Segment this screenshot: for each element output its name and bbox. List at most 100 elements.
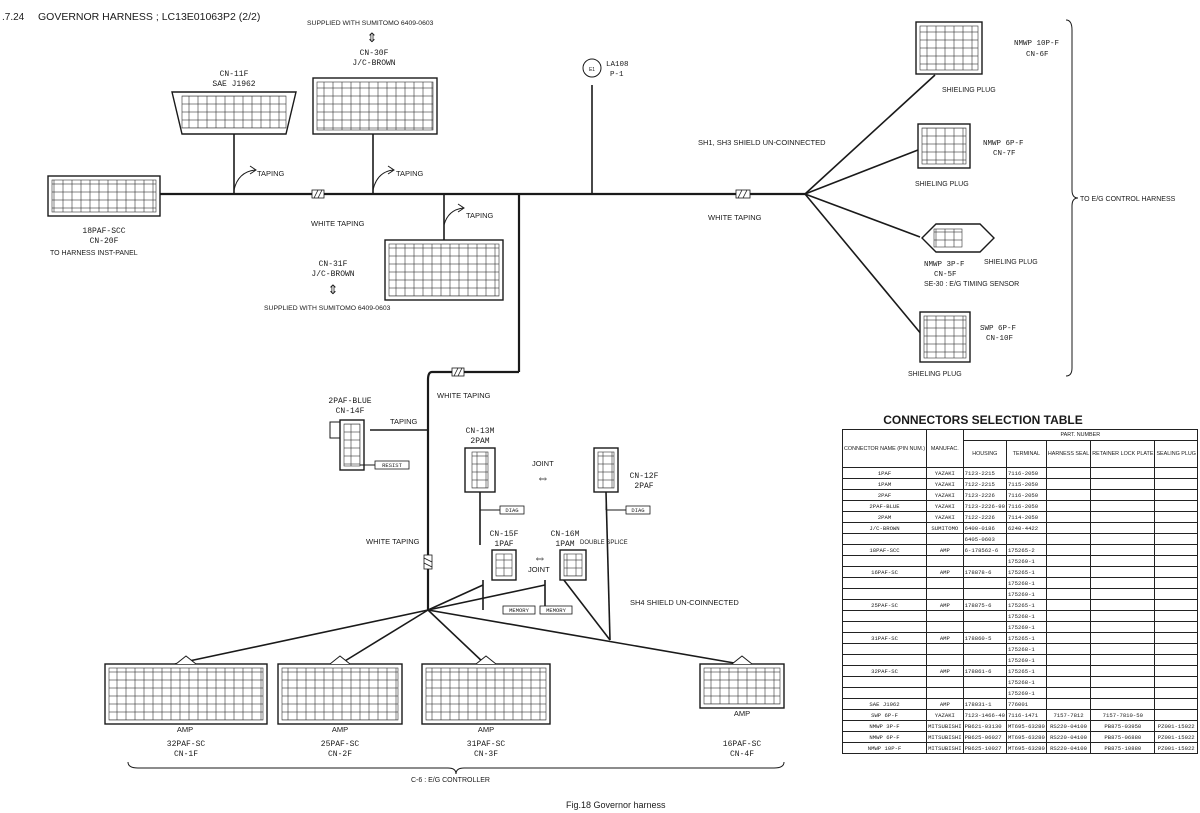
table-cell-name: NMWP 10P-F [841, 742, 928, 754]
table-cell-plug [1154, 500, 1198, 512]
table-cell-seal [1045, 632, 1092, 644]
table-cell-seal [1045, 665, 1092, 677]
table-cell-housing: 7122-2226 [962, 511, 1007, 523]
table-row: 175269-1 [841, 654, 1198, 666]
table-cell-housing [962, 676, 1007, 688]
table-cell-housing [962, 555, 1007, 567]
table-cell-plug [1154, 643, 1198, 655]
svg-text:CN-1F: CN-1F [174, 750, 198, 759]
table-cell-plug: PZ001-15022 [1154, 731, 1198, 743]
table-cell-manuf [926, 577, 964, 589]
table-cell-retainer [1090, 566, 1156, 578]
white-taping-label-2: WHITE TAPING [708, 213, 762, 222]
bracket-bottom [127, 761, 785, 775]
table-cell-retainer [1090, 478, 1156, 490]
svg-text:CN-11F: CN-11F [220, 70, 249, 79]
shield-note-sh1-sh3: SH1, SH3 SHIELD UN-COINNECTED [698, 138, 826, 147]
connector-cn20f: 18PAF-SCC CN-20F [47, 175, 161, 246]
table-cell-manuf [926, 555, 964, 567]
connector-cn12f: CN-12F 2PAF DIAG [593, 447, 659, 515]
table-cell-manuf [926, 687, 964, 699]
table-cell-seal [1045, 687, 1092, 699]
table-row: 175269-1 [841, 555, 1198, 567]
svg-text:CN-3F: CN-3F [474, 750, 498, 759]
table-cell-seal: RS220-04100 [1045, 742, 1092, 754]
table-cell-retainer: PB875-10880 [1090, 742, 1156, 754]
table-cell-seal [1045, 621, 1092, 633]
svg-text:CN-13M: CN-13M [466, 427, 495, 436]
table-row: 175268-1 [841, 643, 1198, 655]
table-cell-terminal: 6240-4422 [1005, 522, 1047, 534]
table-cell-terminal: 175269-1 [1005, 687, 1047, 699]
connector-cn2f: AMP 25PAF-SC CN-2F [277, 655, 403, 759]
table-cell-manuf [926, 676, 964, 688]
svg-text:CN-31F: CN-31F [319, 260, 348, 269]
taping-label-1: TAPING [257, 169, 285, 178]
table-cell-terminal: 7116-2050 [1005, 489, 1047, 501]
svg-text:J/C-BROWN: J/C-BROWN [311, 270, 354, 279]
table-cell-plug [1154, 544, 1198, 556]
table-cell-retainer [1090, 654, 1156, 666]
table-cell-seal [1045, 676, 1092, 688]
table-cell-manuf [926, 654, 964, 666]
svg-text:2PAF-BLUE: 2PAF-BLUE [328, 397, 371, 406]
table-cell-name: 2PAF [841, 489, 928, 501]
figure-caption: Fig.18 Governor harness [566, 800, 666, 810]
table-cell-manuf: AMP [926, 698, 964, 710]
table-cell-plug [1154, 577, 1198, 589]
table-cell-plug [1154, 588, 1198, 600]
svg-text:DIAG: DIAG [631, 507, 644, 514]
svg-text:CN-30F: CN-30F [360, 49, 389, 58]
col-sealing-plug: SEALING PLUG [1154, 440, 1198, 468]
svg-text:P-1: P-1 [610, 71, 624, 79]
connector-cn30f: CN-30F J/C-BROWN [312, 49, 438, 135]
svg-text:31PAF-SC: 31PAF-SC [467, 740, 506, 749]
connector-cn11f: CN-11F SAE J1962 [171, 70, 297, 135]
se30-label: SE-30 : E/G TIMING SENSOR [924, 281, 1019, 288]
table-cell-plug [1154, 478, 1198, 490]
table-cell-name: 25PAF-SC [841, 599, 928, 611]
table-cell-terminal: 175269-1 [1005, 654, 1047, 666]
table-cell-housing: 7122-2215 [962, 478, 1007, 490]
table-cell-manuf [926, 621, 964, 633]
shieling-plug-2: SHIELING PLUG [915, 181, 969, 188]
svg-text:SWP 6P-F: SWP 6P-F [980, 325, 1016, 333]
table-cell-name [841, 676, 928, 688]
connector-cn16m: CN-16M 1PAM DOUBLE SPLICE MEMORY [539, 530, 628, 615]
table-cell-housing: PB625-10027 [962, 742, 1007, 754]
table-cell-retainer [1090, 687, 1156, 699]
table-cell-terminal: 7116-2050 [1005, 467, 1047, 479]
table-cell-plug [1154, 709, 1198, 721]
table-cell-terminal: 175265-2 [1005, 544, 1047, 556]
table-cell-plug [1154, 632, 1198, 644]
table-cell-manuf: YAZAKI [926, 709, 964, 721]
table-cell-name: J/C-BROWN [841, 522, 928, 534]
table-cell-terminal: 7114-2050 [1005, 511, 1047, 523]
table-cell-seal [1045, 478, 1092, 490]
table-cell-seal: RS220-04100 [1045, 720, 1092, 732]
table-cell-retainer [1090, 632, 1156, 644]
connector-cn7f: NMWP 6P-F CN-7F SHIELING PLUG [915, 123, 1024, 188]
table-cell-terminal: 175265-1 [1005, 665, 1047, 677]
table-cell-retainer [1090, 555, 1156, 567]
white-taping-label-1: WHITE TAPING [311, 219, 365, 228]
svg-text:1PAM: 1PAM [555, 540, 574, 549]
double-splice-label: DOUBLE SPLICE [580, 540, 628, 546]
svg-text:2PAF: 2PAF [634, 482, 653, 491]
table-cell-housing: 7123-2226 [962, 489, 1007, 501]
table-cell-manuf: YAZAKI [926, 489, 964, 501]
connector-cn6f: NMWP 10P-F CN-6F SHIELING PLUG [915, 21, 1059, 94]
table-cell-housing [962, 643, 1007, 655]
taping-label-2: TAPING [396, 169, 424, 178]
table-cell-name: SAE J1962 [841, 698, 928, 710]
table-cell-housing: 178861-6 [962, 665, 1007, 677]
table-cell-terminal: 7116-2050 [1005, 500, 1047, 512]
table-cell-retainer: PB875-03950 [1090, 720, 1156, 732]
table-cell-plug [1154, 654, 1198, 666]
